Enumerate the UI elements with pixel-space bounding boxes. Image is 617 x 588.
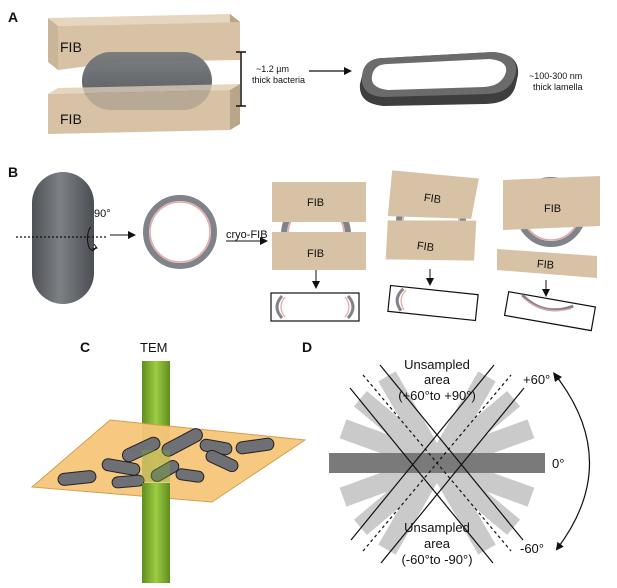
panel-d: D Unsampled area (+60°to +90°) <box>302 339 590 567</box>
cryo-fib-label: cryo-FIB <box>226 229 268 241</box>
tilt-range-arrow-head-top <box>553 372 562 382</box>
fib-block-bottom <box>48 84 240 134</box>
bottom-unsampled-line1: Unsampled <box>404 520 470 535</box>
fib-label-b1-top: FIB <box>307 197 324 209</box>
lamella-slab-2 <box>387 284 479 322</box>
fib-top-label: FIB <box>60 39 82 55</box>
bottom-unsampled-line2: area <box>424 536 451 551</box>
tem-beam-lower <box>142 483 170 583</box>
fib-label-b2-top: FIB <box>423 192 442 206</box>
milling-0deg: FIB FIB <box>270 182 366 322</box>
sampling-boundaries <box>349 364 525 564</box>
fib-bottom-label: FIB <box>60 111 82 127</box>
bacterium-vertical <box>32 172 94 304</box>
fib-label-b2-bottom: FIB <box>416 240 435 254</box>
angle-minus60-label: -60° <box>520 541 544 556</box>
rotation-icon <box>87 226 98 251</box>
top-unsampled-range: (+60°to +90°) <box>398 388 476 403</box>
rotation-label: 90° <box>94 208 111 220</box>
lamella-slab-1 <box>270 292 360 322</box>
cross-section-ring <box>143 195 217 269</box>
angle-zero-label: 0° <box>552 456 564 471</box>
tem-beam-through <box>142 450 170 482</box>
panel-d-letter: D <box>302 339 312 355</box>
panel-c: C TEM <box>30 339 307 583</box>
bottom-unsampled-range: (-60°to -90°) <box>401 552 472 567</box>
tem-label: TEM <box>140 340 167 355</box>
panel-b-letter: B <box>8 164 18 180</box>
tilt-range-arrow <box>555 376 590 551</box>
thickness-bracket <box>236 51 246 107</box>
angle-plus60-label: +60° <box>523 372 550 387</box>
lamella-thickness-caption: thick lamella <box>533 82 583 92</box>
fib-label-b3-bottom: FIB <box>536 258 554 271</box>
lamella-thickness-value: ~100-300 nm <box>529 71 582 81</box>
bacterium-overlay <box>82 52 212 110</box>
lamella <box>359 52 519 106</box>
top-unsampled-line1: Unsampled <box>404 357 470 372</box>
top-unsampled-line2: area <box>424 372 451 387</box>
panel-a-letter: A <box>8 9 18 25</box>
panel-c-letter: C <box>80 339 90 355</box>
milling-tilted-small: FIB FIB <box>385 170 479 322</box>
panel-a: A FIB FIB ~1.2 µm thick bacteria <box>8 9 583 134</box>
panel-b: B 90° cryo-FIB FIB FIB <box>8 164 600 332</box>
fib-label-b3-top: FIB <box>544 203 561 215</box>
milling-tilted-large: FIB FIB <box>497 176 600 332</box>
bacteria-thickness-value: ~1.2 µm <box>256 64 289 74</box>
bacteria-thickness-caption: thick bacteria <box>252 75 305 85</box>
lamella-pieces <box>57 428 275 489</box>
lamella-slab-3 <box>503 291 597 332</box>
fib-label-b1-bottom: FIB <box>307 248 324 260</box>
